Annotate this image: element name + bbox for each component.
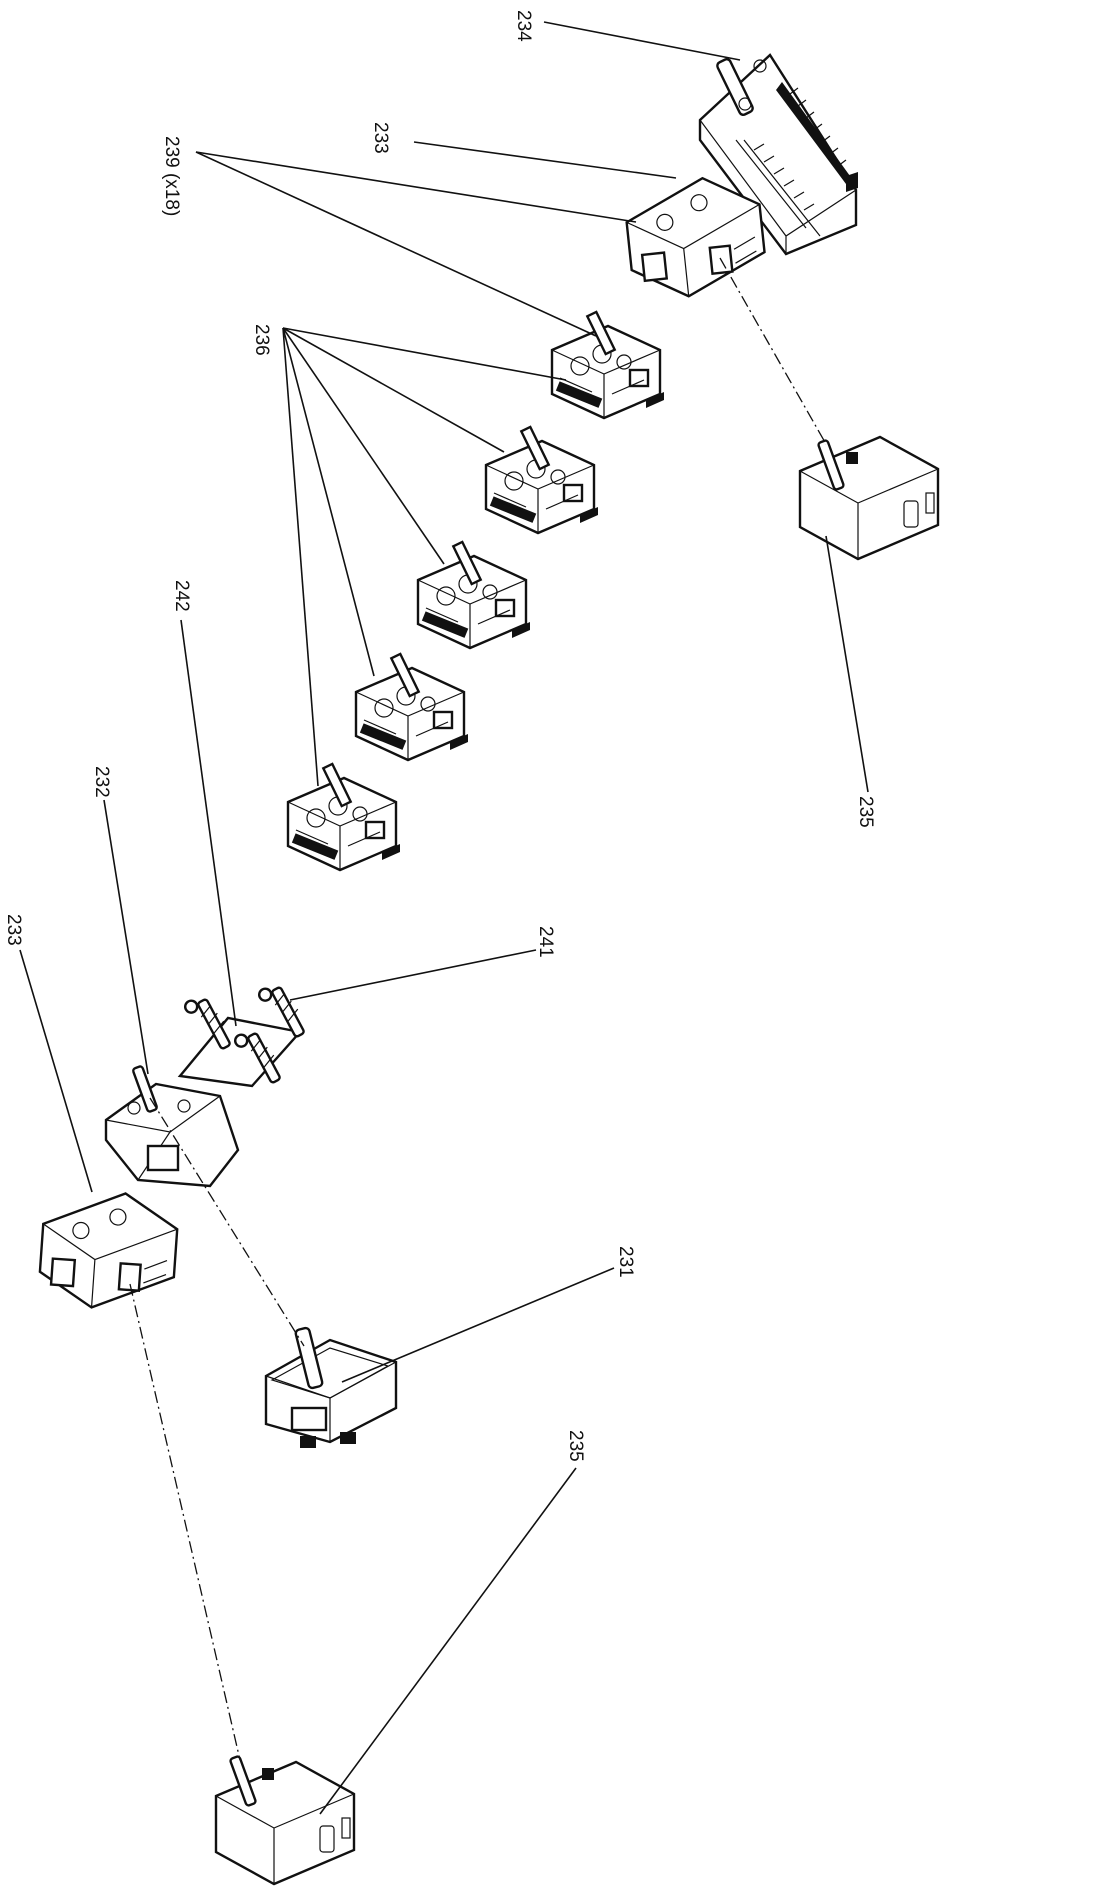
part-236-switch-5 — [286, 762, 402, 872]
part-233-block-bottom — [36, 1186, 181, 1315]
label-234: 234 — [513, 10, 534, 42]
leader-lines — [19, 21, 869, 1815]
part-236-switch-2 — [484, 425, 600, 535]
part-234-terminal-strip — [698, 53, 858, 256]
alignment-lines — [129, 257, 827, 1761]
part-235-housing-right — [798, 435, 940, 561]
label-231: 231 — [615, 1246, 636, 1278]
label-232: 232 — [91, 766, 112, 798]
label-235-right: 235 — [855, 796, 876, 828]
part-236-switch-1 — [550, 310, 666, 420]
label-239: 239 (x18) — [161, 136, 182, 216]
part-242-board — [177, 1016, 303, 1088]
label-241: 241 — [535, 926, 556, 958]
part-231-base — [264, 1326, 398, 1448]
label-242: 242 — [171, 580, 192, 612]
part-236-switch-3 — [416, 540, 532, 650]
label-235-bottom: 235 — [565, 1430, 586, 1462]
label-233-bottom: 233 — [3, 914, 24, 946]
label-233-top: 233 — [370, 122, 391, 154]
label-236: 236 — [251, 324, 272, 356]
part-235-housing-bottom — [214, 1755, 356, 1886]
part-232-block — [104, 1065, 240, 1188]
